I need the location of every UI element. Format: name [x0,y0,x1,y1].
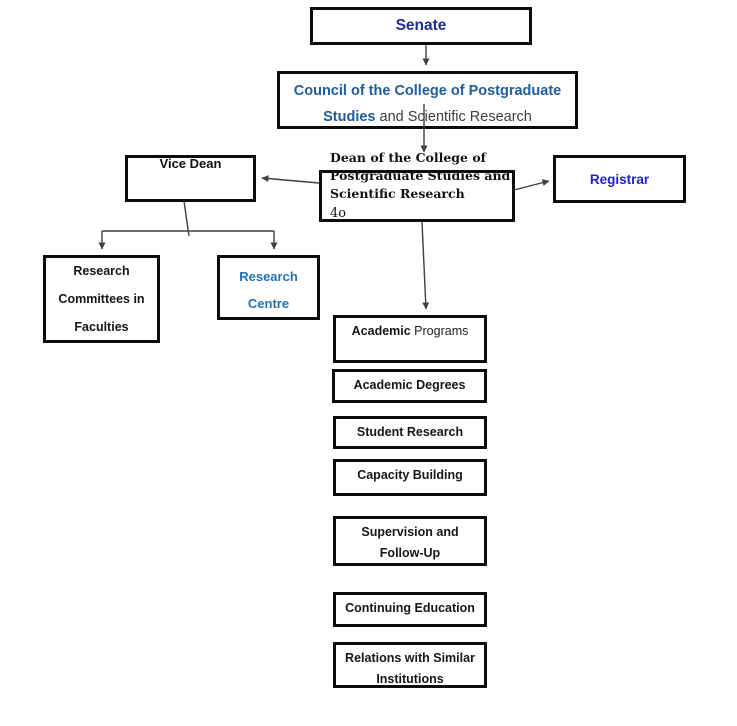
capacity-building-label: Capacity Building [357,468,463,482]
node-research-committees: Research Committees in Faculties [43,255,160,343]
research-committees-line2: Committees in [58,292,145,306]
continuing-education-label: Continuing Education [345,601,475,615]
node-research-centre: Research Centre [217,255,320,320]
research-committees-line1: Research [73,264,130,278]
node-academic-degrees: Academic Degrees [332,369,487,403]
dean-label-block: Dean of the College of Postgraduate Stud… [330,149,520,223]
node-student-research: Student Research [333,416,487,449]
research-centre-line2: Centre [247,296,290,311]
dean-line3: Scientific Research [330,186,465,201]
relations-label-line1: Relations with Similar [345,651,475,665]
node-vice-dean: Vice Dean [125,155,256,202]
council-line2: Studies and Scientific Research [323,109,532,125]
node-capacity-building: Capacity Building [333,459,487,496]
academic-programs-label: Academic Programs [351,324,469,338]
dean-line1: Dean of the College of [330,150,487,165]
node-continuing-education: Continuing Education [333,592,487,627]
connector-vice-dean-stem [183,200,190,237]
registrar-label: Registrar [589,171,650,187]
student-research-label: Student Research [356,425,464,439]
relations-label-line2: Institutions [376,672,444,686]
node-senate: Senate [310,7,532,45]
supervision-label-line2: Follow-Up [379,546,441,560]
supervision-label-line1: Supervision and [361,525,459,539]
council-line1: Council of the College of Postgraduate [293,83,562,99]
academic-degrees-label: Academic Degrees [353,378,466,392]
node-council: Council of the College of Postgraduate S… [277,71,578,129]
node-dean [319,170,515,222]
node-relations-institutions: Relations with Similar Institutions [333,642,487,688]
dean-note: 4o [330,206,347,221]
node-academic-programs: Academic Programs [333,315,487,363]
senate-label: Senate [395,17,447,34]
node-supervision-follow-up: Supervision and Follow-Up [333,516,487,566]
research-committees-line3: Faculties [74,320,129,334]
research-centre-line1: Research [239,269,298,284]
node-registrar: Registrar [553,155,686,203]
dean-line2: Postgraduate Studies and [330,168,511,183]
connector-dean-vice-dean [261,175,320,184]
connector-dean-functions [421,221,430,310]
vice-dean-label: Vice Dean [159,156,222,171]
